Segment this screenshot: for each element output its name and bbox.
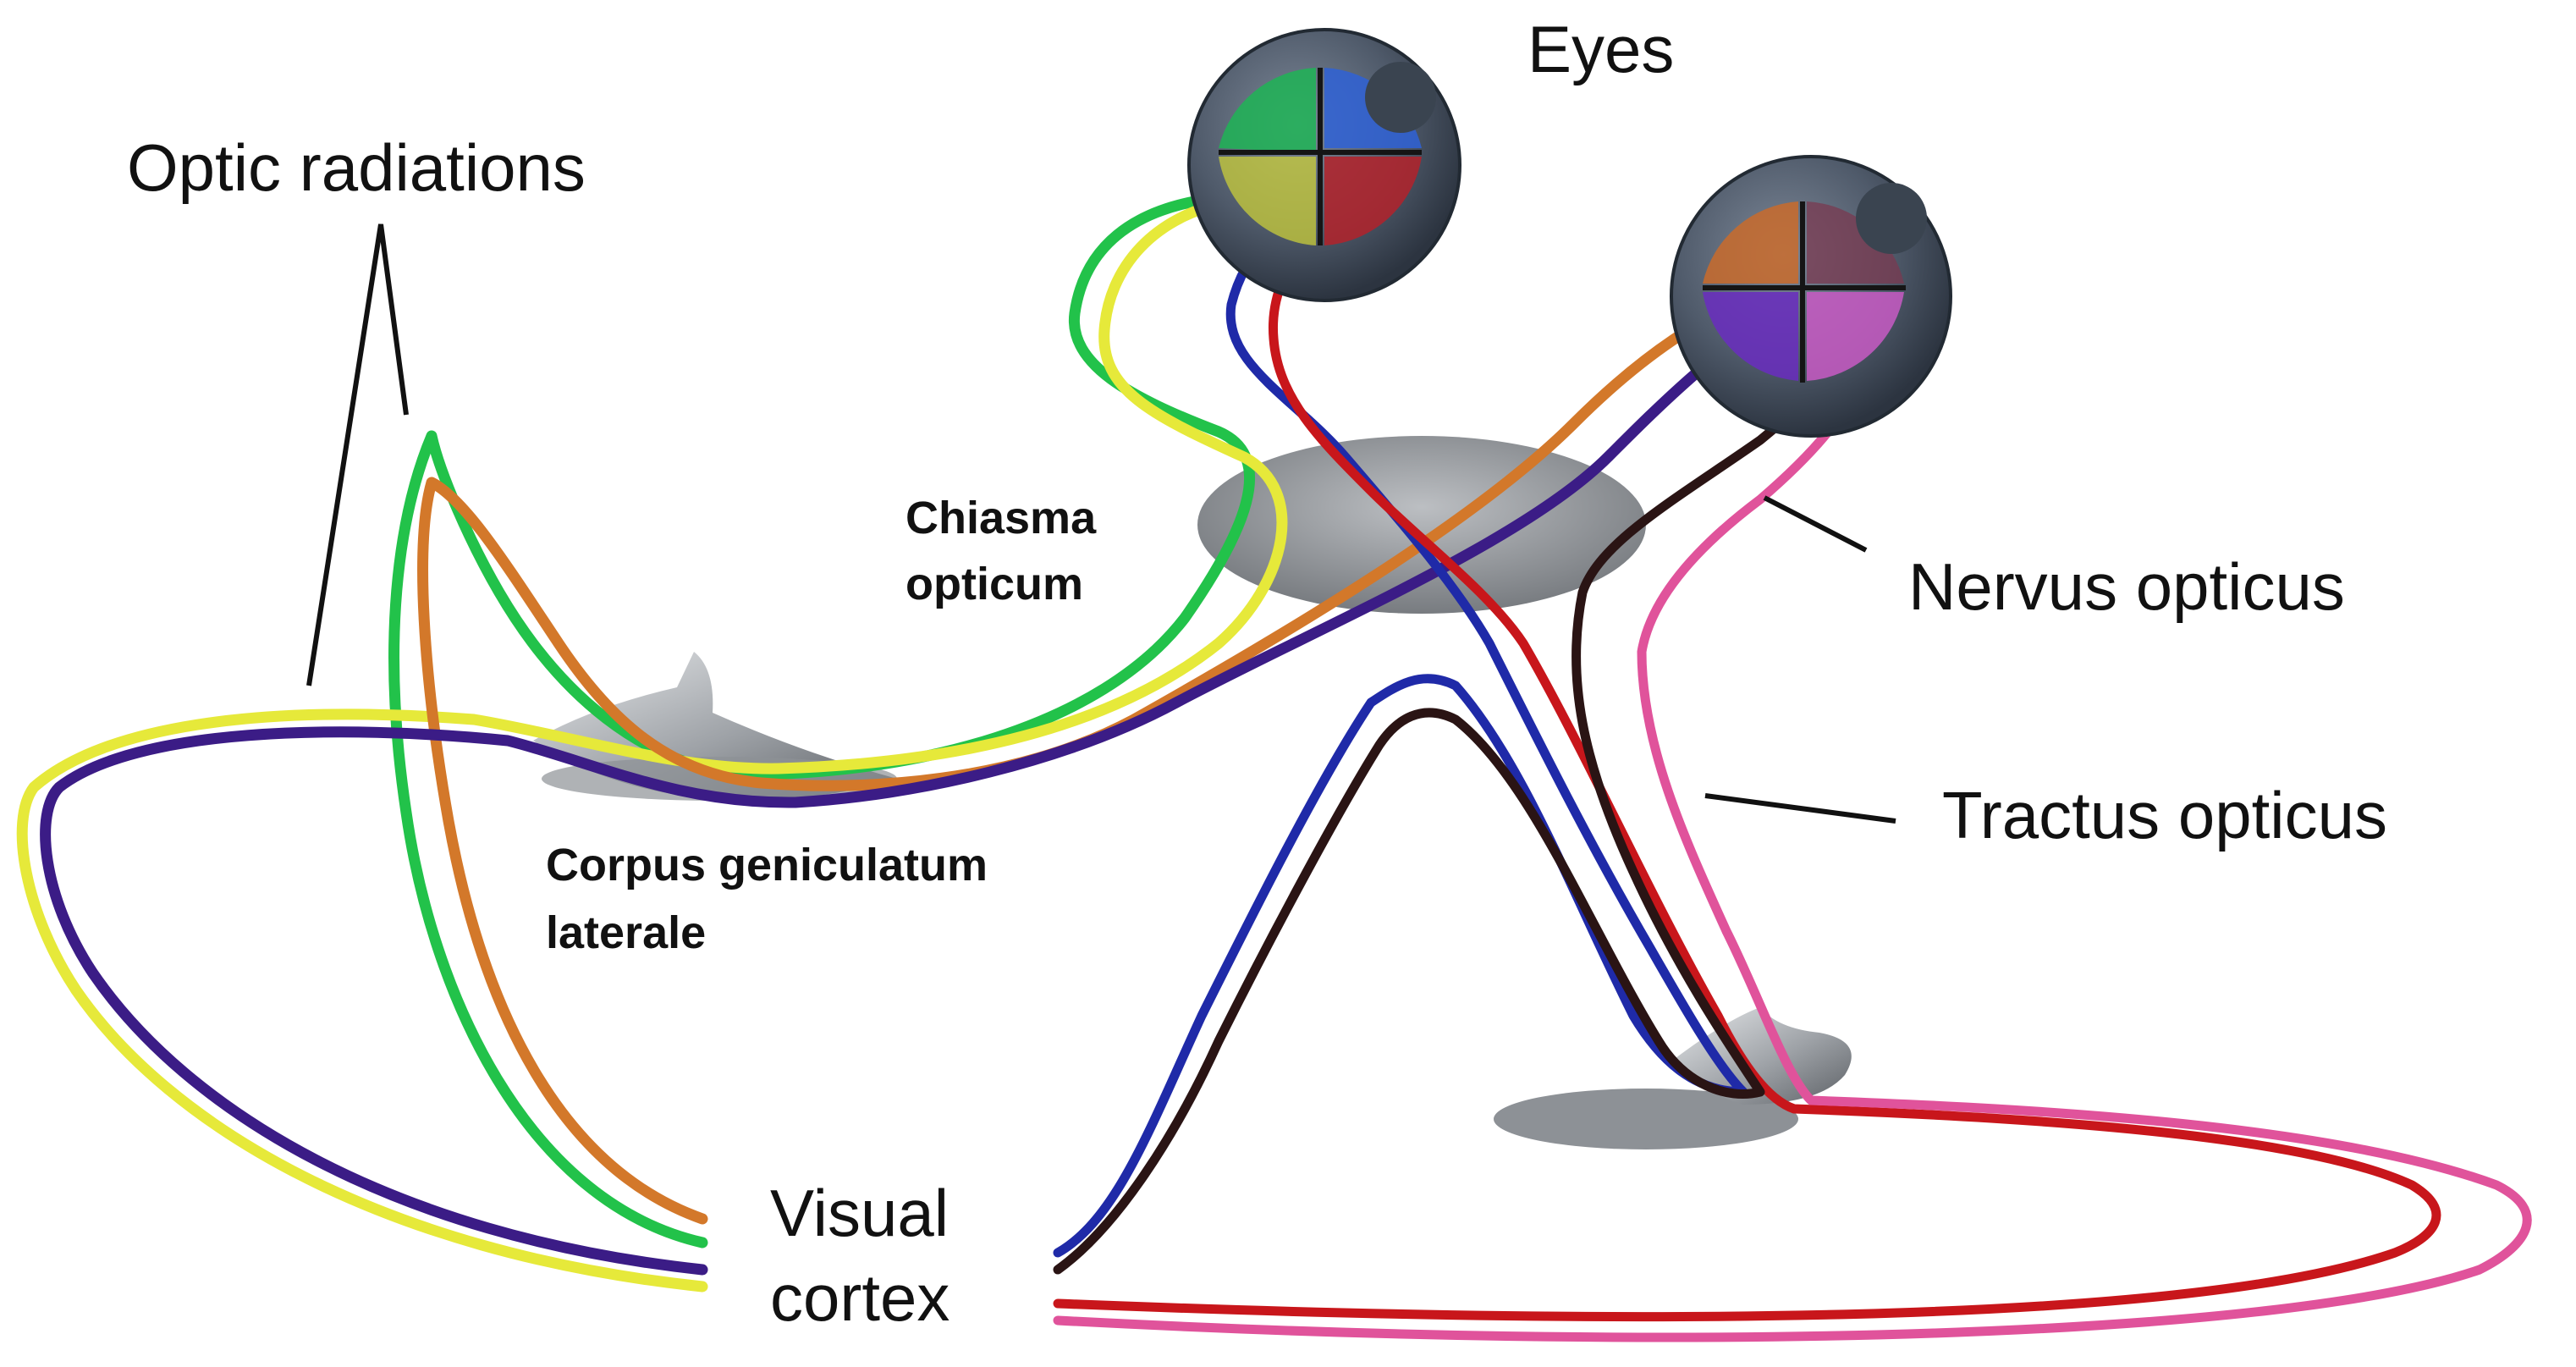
left-eye: [1187, 28, 1461, 302]
label-tractus-opticus: Tractus opticus: [1942, 778, 2387, 852]
label-visual-line1: Visual: [770, 1176, 949, 1250]
label-chiasma-line1: Chiasma: [905, 493, 1097, 543]
label-eyes: Eyes: [1527, 12, 1674, 86]
tract-purple: [40, 295, 1804, 1276]
chiasma-structure: [1197, 436, 1646, 614]
label-cgl-line2: laterale: [546, 907, 706, 958]
tract-orange: [417, 282, 1792, 1225]
label-cgl-line1: Corpus geniculatum: [546, 840, 988, 890]
right-eye: [1670, 155, 1952, 438]
tract-red: [1053, 211, 2441, 1322]
label-visual-line2: cortex: [770, 1260, 949, 1335]
optic-radiations-leader: [306, 223, 409, 686]
label-chiasma-line2: opticum: [905, 559, 1083, 609]
tract-black: [1053, 266, 1873, 1275]
label-optic-radiations: Optic radiations: [127, 130, 586, 205]
tractus-opticus-leader: [1704, 793, 1896, 824]
label-nervus-opticus: Nervus opticus: [1908, 549, 2345, 624]
nervus-opticus-leader: [1763, 495, 1868, 553]
tract-pink: [1053, 359, 2532, 1342]
tract-green: [388, 190, 1255, 1248]
